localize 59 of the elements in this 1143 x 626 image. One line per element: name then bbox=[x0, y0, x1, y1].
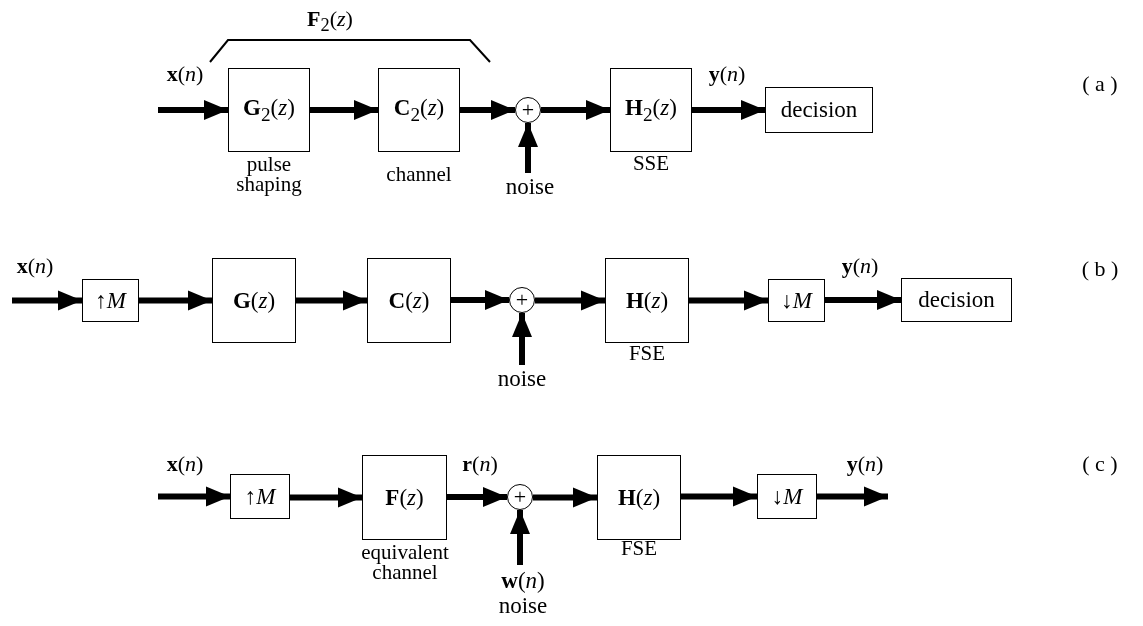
arrow bbox=[12, 290, 82, 311]
signal-label: y(n) bbox=[845, 453, 885, 475]
panel-label: ( a ) bbox=[1081, 73, 1119, 95]
arrow bbox=[290, 487, 362, 508]
block-box: decision bbox=[765, 87, 873, 133]
node-label: noise bbox=[505, 174, 555, 200]
block-caption: FSE bbox=[619, 539, 659, 559]
arrow bbox=[692, 100, 765, 120]
arrow bbox=[541, 100, 610, 120]
arrow bbox=[158, 100, 228, 120]
block-box: G(z) bbox=[212, 258, 296, 343]
block-box: G$_{2}$(z) bbox=[228, 68, 310, 152]
block-caption: FSE bbox=[627, 344, 667, 364]
adder-circle: + bbox=[507, 484, 533, 510]
arrow bbox=[689, 290, 768, 311]
arrow bbox=[533, 487, 597, 508]
panel-label: ( c ) bbox=[1081, 453, 1119, 475]
block-box: ↓M bbox=[768, 279, 825, 322]
block-caption: pulse shaping bbox=[235, 155, 303, 195]
signal-label: x(n) bbox=[165, 63, 205, 85]
adder-circle: + bbox=[509, 287, 535, 313]
arrow bbox=[447, 487, 507, 507]
arrow bbox=[510, 510, 530, 565]
block-box: C$_{2}$(z) bbox=[378, 68, 460, 152]
block-caption: channel bbox=[385, 165, 453, 185]
arrow bbox=[460, 100, 515, 120]
arrow bbox=[825, 290, 901, 310]
adder-circle: + bbox=[515, 97, 541, 123]
arrow bbox=[535, 290, 605, 311]
signal-label: y(n) bbox=[840, 255, 880, 277]
block-box: decision bbox=[901, 278, 1012, 322]
block-box: ↑M bbox=[230, 474, 290, 519]
block-box: ↓M bbox=[757, 474, 817, 519]
arrow bbox=[451, 290, 509, 310]
arrow bbox=[512, 313, 532, 365]
signal-label: x(n) bbox=[165, 453, 205, 475]
arrow bbox=[139, 290, 212, 311]
arrow bbox=[310, 100, 378, 120]
arrow bbox=[817, 486, 888, 507]
arrow bbox=[681, 486, 757, 507]
node-label: w(n) bbox=[501, 567, 545, 593]
signal-label: x(n) bbox=[15, 255, 55, 277]
arrow bbox=[296, 290, 367, 311]
bracket-label: F$_{2}$(z) bbox=[306, 8, 354, 35]
block-box: F(z) bbox=[362, 455, 447, 540]
panel-label: ( b ) bbox=[1080, 258, 1120, 280]
node-label: noise bbox=[497, 366, 547, 392]
node-label: noise bbox=[498, 593, 548, 619]
block-box: H$_{2}$(z) bbox=[610, 68, 692, 152]
block-box: H(z) bbox=[605, 258, 689, 343]
arrow bbox=[158, 486, 230, 507]
signal-label: y(n) bbox=[707, 63, 747, 85]
block-caption: equivalent channel bbox=[360, 543, 450, 583]
block-box: ↑M bbox=[82, 279, 139, 322]
signal-label: r(n) bbox=[461, 453, 499, 475]
block-box: H(z) bbox=[597, 455, 681, 540]
block-box: C(z) bbox=[367, 258, 451, 343]
arrow bbox=[518, 123, 538, 173]
block-caption: SSE bbox=[631, 154, 671, 174]
